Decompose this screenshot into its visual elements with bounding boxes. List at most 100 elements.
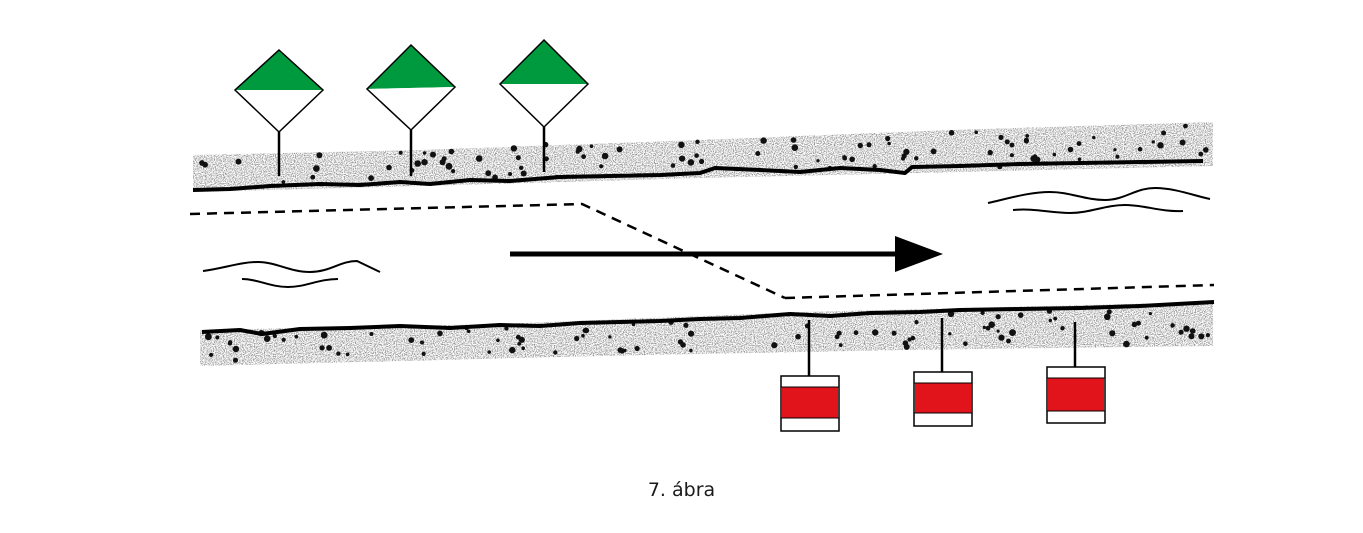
bank-dot [263,335,271,343]
bank-dot [1048,318,1053,323]
bank-dot [1144,335,1149,340]
bank-dot [1183,325,1190,332]
bank-dot [793,164,798,170]
bank-dot [368,175,374,182]
bank-dot [1198,333,1205,340]
bank-dot [914,156,919,161]
bank-dot [1060,326,1065,331]
bank-dot [695,139,700,144]
figure-caption: 7. ábra [647,479,716,501]
flow-direction-arrow [510,236,943,272]
bank-dot [901,156,905,161]
bank-dot [1104,313,1111,321]
bank-dot [1151,140,1155,144]
bank-dot [313,165,320,172]
bank-dot [422,151,427,155]
bank-dot [294,334,299,339]
wave-symbol-right [987,186,1211,215]
bank-dot [996,329,1000,333]
bank-dot [421,351,426,356]
bank-dot [281,337,286,342]
red-white-rectangle-sign-1 [780,320,840,432]
bank-dot [228,340,233,345]
bank-dot [1161,130,1167,136]
bank-dot [998,134,1004,140]
green-white-diamond-sign-1 [233,48,325,176]
bank-dot [205,333,212,341]
bank-dot [853,330,859,336]
bank-dot [998,334,1005,341]
bank-dot [1203,147,1209,153]
bank-dot [948,130,955,136]
bank-dot [771,342,778,349]
bank-dot [441,156,447,162]
bank-dot [582,328,588,333]
bank-dot [694,153,699,158]
fairway-upper-limit [189,202,786,300]
top-shoreline [192,159,1204,192]
bank-dot [517,342,522,346]
bank-dot [816,159,820,163]
bank-dot [1053,316,1058,321]
bank-dot [887,141,891,146]
bank-dot [518,336,525,343]
bank-dot [420,340,424,345]
bank-dot [233,357,238,363]
bank-dot [408,337,415,343]
bank-dot [688,330,695,337]
bank-dot [437,330,443,337]
bank-dot [520,170,527,177]
bank-dot [679,155,686,162]
bank-dot [1189,328,1196,334]
bottom-bank [200,300,1215,366]
bank-dot [791,144,799,151]
bank-dot [510,145,518,152]
bank-dot [995,314,1001,320]
bank-dot [519,165,524,170]
bank-dot [795,333,801,340]
bank-dot [1148,312,1152,316]
bank-dot [872,329,879,336]
bank-dot [680,342,686,348]
bank-dot [601,152,609,160]
bank-dot [574,335,580,342]
bank-dot [421,159,428,166]
bank-dot [232,345,240,353]
bank-dot [1157,142,1164,149]
bank-dot [1205,333,1210,338]
bottom-shoreline [201,300,1215,336]
bank-dot [687,159,695,166]
bank-dot [281,180,286,184]
bank-dot [215,335,220,340]
bank-dot [790,137,797,143]
bank-dot [1183,123,1188,129]
top-bank [192,122,1213,192]
bottom-bank-texture [200,302,1213,366]
bank-dot [445,162,453,170]
bank-dot [616,146,623,153]
bank-dot [581,154,586,160]
bank-dot [430,151,436,158]
bank-dot [1188,333,1195,340]
bank-dot [475,155,483,162]
bank-dot [985,325,991,331]
bank-dot [866,142,872,148]
bank-dot [987,149,993,156]
bank-dot [316,152,323,159]
bank-dot [1113,148,1117,152]
bank-dot [199,160,205,166]
bank-dot [509,346,516,354]
bank-dot [1077,157,1082,162]
bank-dot [1115,154,1120,159]
bank-dot [1023,137,1029,143]
bank-dot [1017,312,1024,318]
bank-dot [760,137,767,144]
bank-dot [326,345,332,351]
bank-dot [872,164,877,169]
bank-dot [619,348,625,354]
bank-dot [1004,139,1010,145]
bank-dot [1006,338,1011,344]
bank-dot [1123,340,1130,348]
bank-dot [336,351,341,356]
top-bank-texture [193,122,1213,192]
